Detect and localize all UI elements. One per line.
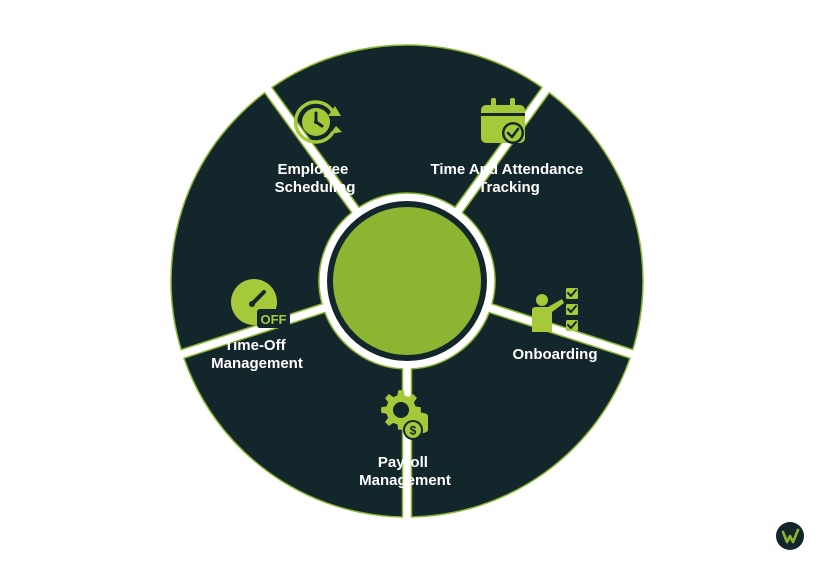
- time-attendance-label: Time And Attendance Tracking: [431, 161, 588, 196]
- calendar-check-icon: [481, 98, 525, 144]
- employee-scheduling-label: Employee Scheduling: [275, 161, 356, 196]
- clock-refresh-icon: [294, 100, 342, 144]
- segment-employee-scheduling: [271, 44, 543, 208]
- checklist-person-icon: [532, 288, 578, 332]
- segment-time-attendance: [461, 92, 644, 351]
- onboarding-label: Onboarding: [513, 346, 598, 363]
- gauge-off-icon: OFF: [231, 279, 290, 328]
- segments-layer: [170, 44, 644, 518]
- off-text-glyph: OFF: [261, 312, 287, 327]
- gear-coins-icon: $: [381, 390, 428, 440]
- segment-payroll: [183, 311, 404, 518]
- segment-time-off: [170, 92, 353, 351]
- payroll-management-label: Payroll Management: [359, 454, 451, 489]
- brand-logo-icon: [776, 522, 804, 550]
- center-hub: [333, 207, 481, 355]
- time-off-management-label: Time-Off Management: [211, 337, 303, 372]
- dollar-sign-glyph: $: [410, 424, 417, 438]
- segment-onboarding: [410, 311, 631, 518]
